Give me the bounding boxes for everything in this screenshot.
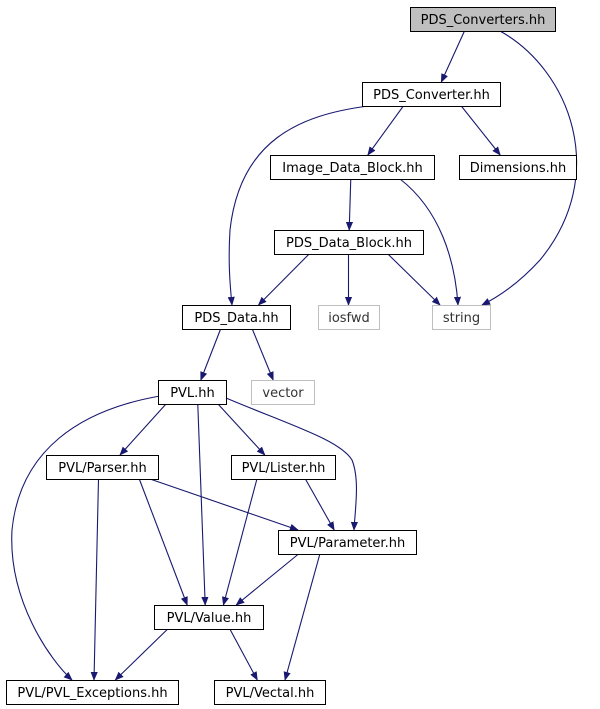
edge-root-to-conv (440, 30, 465, 83)
edges-layer (11, 30, 578, 681)
edge-pvl-to-param (225, 397, 359, 531)
node-box (6, 680, 179, 705)
node-pdsdata[interactable]: PDS_Data.hh (182, 305, 291, 330)
node-label: Dimensions.hh (470, 161, 566, 176)
edge-conv-to-dims (460, 105, 501, 156)
node-box (432, 305, 491, 330)
node-parser[interactable]: PVL/Parser.hh (46, 455, 159, 480)
node-label: PVL/Lister.hh (242, 461, 326, 476)
node-idb[interactable]: Image_Data_Block.hh (270, 155, 435, 180)
node-vectal[interactable]: PVL/Vectal.hh (214, 680, 326, 705)
node-exc[interactable]: PVL/PVL_Exceptions.hh (6, 680, 179, 705)
edge-param-to-value (235, 553, 299, 606)
node-label: PVL/Parameter.hh (290, 536, 405, 551)
node-label: iosfwd (328, 311, 370, 326)
edge-value-to-exc (114, 628, 169, 681)
edge-root-to-string (481, 30, 578, 306)
node-pdb[interactable]: PDS_Data_Block.hh (274, 230, 424, 255)
node-label: PVL/Vectal.hh (226, 686, 315, 701)
node-label: PVL/Parser.hh (58, 461, 146, 476)
edge-pdb-to-pdsdata (257, 253, 310, 306)
node-box (46, 455, 159, 480)
nodes-layer: PDS_Converters.hhPDS_Converter.hhImage_D… (6, 7, 577, 705)
edge-conv-to-idb (367, 105, 404, 156)
edge-pvl-to-value (197, 403, 209, 606)
edge-lister-to-value (222, 478, 258, 606)
edge-pdsdata-to-pvl (200, 328, 222, 381)
edge-value-to-vectal (229, 628, 258, 681)
edge-parser-to-value (138, 478, 188, 606)
node-label: Image_Data_Block.hh (282, 161, 423, 176)
node-box (410, 7, 556, 32)
node-label: PVL/Value.hh (167, 611, 252, 626)
edge-parser-to-exc (90, 478, 100, 681)
node-vector: vector (251, 380, 315, 405)
edge-lister-to-param (304, 478, 335, 531)
edge-conv-to-pdsdata (227, 105, 369, 306)
node-label: PDS_Data.hh (194, 311, 278, 326)
node-value[interactable]: PVL/Value.hh (154, 605, 264, 630)
node-param[interactable]: PVL/Parameter.hh (278, 530, 417, 555)
node-box (362, 82, 501, 107)
node-label: PDS_Converter.hh (373, 88, 490, 103)
edge-pdsdata-to-vector (251, 328, 274, 381)
node-label: vector (262, 386, 304, 401)
node-iosfwd: iosfwd (318, 305, 380, 330)
node-string: string (432, 305, 491, 330)
node-box (274, 230, 424, 255)
node-label: PDS_Converters.hh (421, 13, 546, 28)
edge-idb-to-pdb (345, 178, 354, 231)
node-dims[interactable]: Dimensions.hh (459, 155, 577, 180)
node-label: PVL.hh (170, 386, 215, 401)
node-root[interactable]: PDS_Converters.hh (410, 7, 556, 32)
node-box (158, 380, 227, 405)
node-label: PVL/PVL_Exceptions.hh (17, 686, 167, 701)
node-lister[interactable]: PVL/Lister.hh (231, 455, 336, 480)
node-box (182, 305, 291, 330)
edge-idb-to-string (399, 178, 462, 306)
node-pvl[interactable]: PVL.hh (158, 380, 227, 405)
edge-pvl-to-parser (119, 403, 167, 456)
node-conv[interactable]: PDS_Converter.hh (362, 82, 501, 107)
node-box (251, 380, 315, 405)
node-label: string (443, 311, 480, 326)
node-box (459, 155, 577, 180)
edge-pvl-to-exc (11, 395, 161, 681)
node-box (231, 455, 336, 480)
edge-pvl-to-lister (217, 403, 266, 456)
edge-param-to-vectal (283, 553, 321, 681)
edge-parser-to-param (149, 478, 299, 531)
node-box (278, 530, 417, 555)
node-label: PDS_Data_Block.hh (286, 236, 412, 251)
node-box (214, 680, 326, 705)
node-box (270, 155, 435, 180)
node-box (154, 605, 264, 630)
edge-pdb-to-string (387, 253, 441, 306)
node-box (318, 305, 380, 330)
